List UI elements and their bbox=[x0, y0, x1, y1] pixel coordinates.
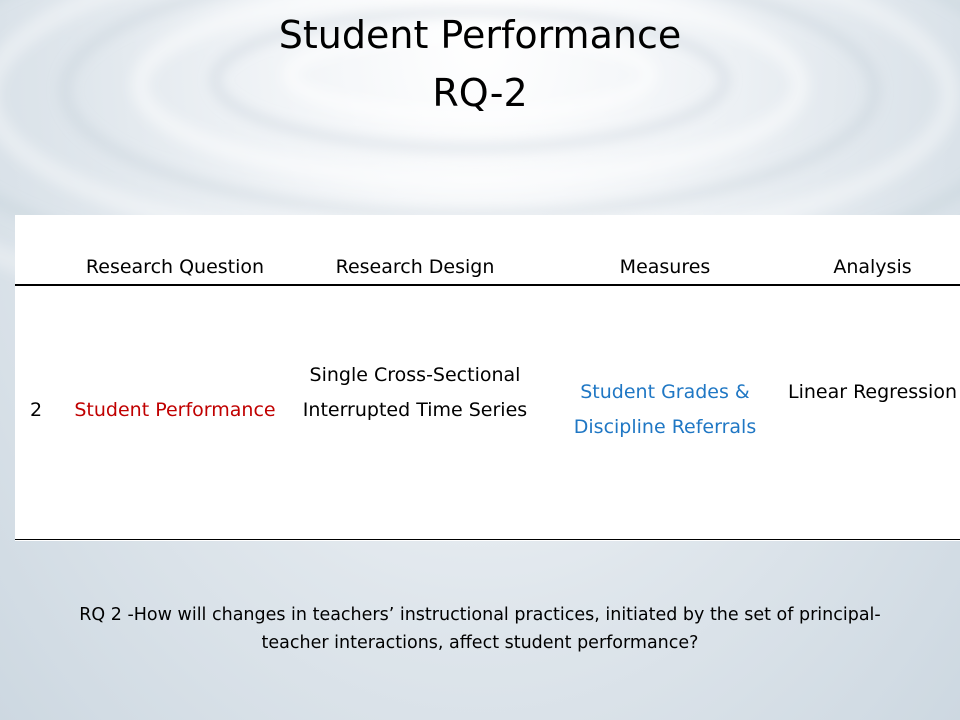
row-research-design: Single Cross-Sectional Interrupted Time … bbox=[302, 364, 528, 421]
slide-title-line-1: Student Performance bbox=[278, 13, 682, 57]
header-research-design: Research Design bbox=[335, 256, 495, 278]
row-number: 2 bbox=[29, 399, 43, 421]
header-analysis: Analysis bbox=[833, 256, 912, 278]
header-research-question: Research Question bbox=[85, 256, 265, 278]
slide-title: Student Performance RQ-2 bbox=[0, 6, 960, 122]
row-analysis: Linear Regression bbox=[787, 381, 957, 403]
header-measures: Measures bbox=[619, 256, 711, 278]
row-measures: Student Grades & Discipline Referrals bbox=[573, 381, 757, 438]
row-research-question: Student Performance bbox=[74, 399, 276, 421]
table-bottom-border bbox=[15, 539, 960, 540]
header-divider bbox=[15, 284, 960, 286]
research-table: Research Question Research Design Measur… bbox=[15, 215, 960, 541]
research-question-caption: RQ 2 -How will changes in teachers’ inst… bbox=[79, 605, 881, 653]
slide-title-line-2: RQ-2 bbox=[432, 71, 528, 115]
